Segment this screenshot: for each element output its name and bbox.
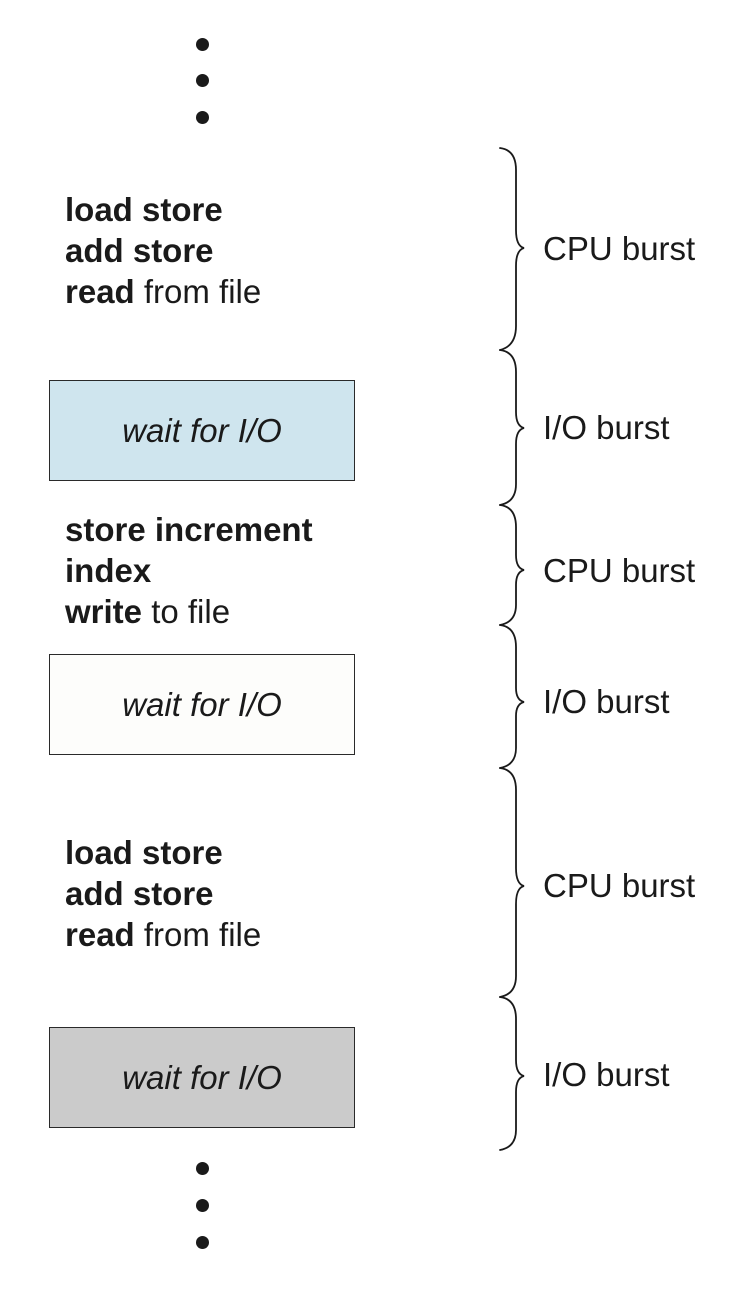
brace-io-burst-2 — [499, 624, 525, 769]
instruction-line: index — [65, 552, 152, 589]
cpu-instructions-1: load store add store read from file — [65, 189, 261, 312]
instruction-line: write to file — [65, 593, 231, 630]
instruction-line: read from file — [65, 916, 262, 953]
cpu-instructions-2: store increment index write to file — [65, 509, 313, 632]
ellipsis-dot-top-1 — [196, 38, 209, 51]
io-wait-box-2: wait for I/O — [49, 654, 355, 755]
io-wait-box-1: wait for I/O — [49, 380, 355, 481]
brace-cpu-burst-1 — [499, 147, 525, 351]
instruction-line: add store — [65, 875, 214, 912]
io-wait-box-3: wait for I/O — [49, 1027, 355, 1128]
ellipsis-dot-top-3 — [196, 111, 209, 124]
instruction-line: load store — [65, 834, 223, 871]
ellipsis-dot-bottom-1 — [196, 1162, 209, 1175]
instruction-line: store increment — [65, 511, 313, 548]
burst-label-cpu-2: CPU burst — [543, 552, 696, 589]
burst-label-io-1: I/O burst — [543, 409, 670, 446]
instruction-line: read from file — [65, 273, 262, 310]
brace-cpu-burst-2 — [499, 504, 525, 626]
burst-label-cpu-3: CPU burst — [543, 867, 696, 904]
burst-label-io-3: I/O burst — [543, 1056, 670, 1093]
ellipsis-dot-bottom-2 — [196, 1199, 209, 1212]
instruction-line: load store — [65, 191, 223, 228]
io-wait-label: wait for I/O — [122, 411, 282, 449]
ellipsis-dot-top-2 — [196, 74, 209, 87]
burst-label-cpu-1: CPU burst — [543, 230, 696, 267]
brace-io-burst-3 — [499, 996, 525, 1151]
brace-cpu-burst-3 — [499, 767, 525, 998]
cpu-instructions-3: load store add store read from file — [65, 832, 261, 955]
brace-io-burst-1 — [499, 349, 525, 506]
io-wait-label: wait for I/O — [122, 1058, 282, 1096]
io-wait-label: wait for I/O — [122, 685, 282, 723]
ellipsis-dot-bottom-3 — [196, 1236, 209, 1249]
burst-label-io-2: I/O burst — [543, 683, 670, 720]
instruction-line: add store — [65, 232, 214, 269]
